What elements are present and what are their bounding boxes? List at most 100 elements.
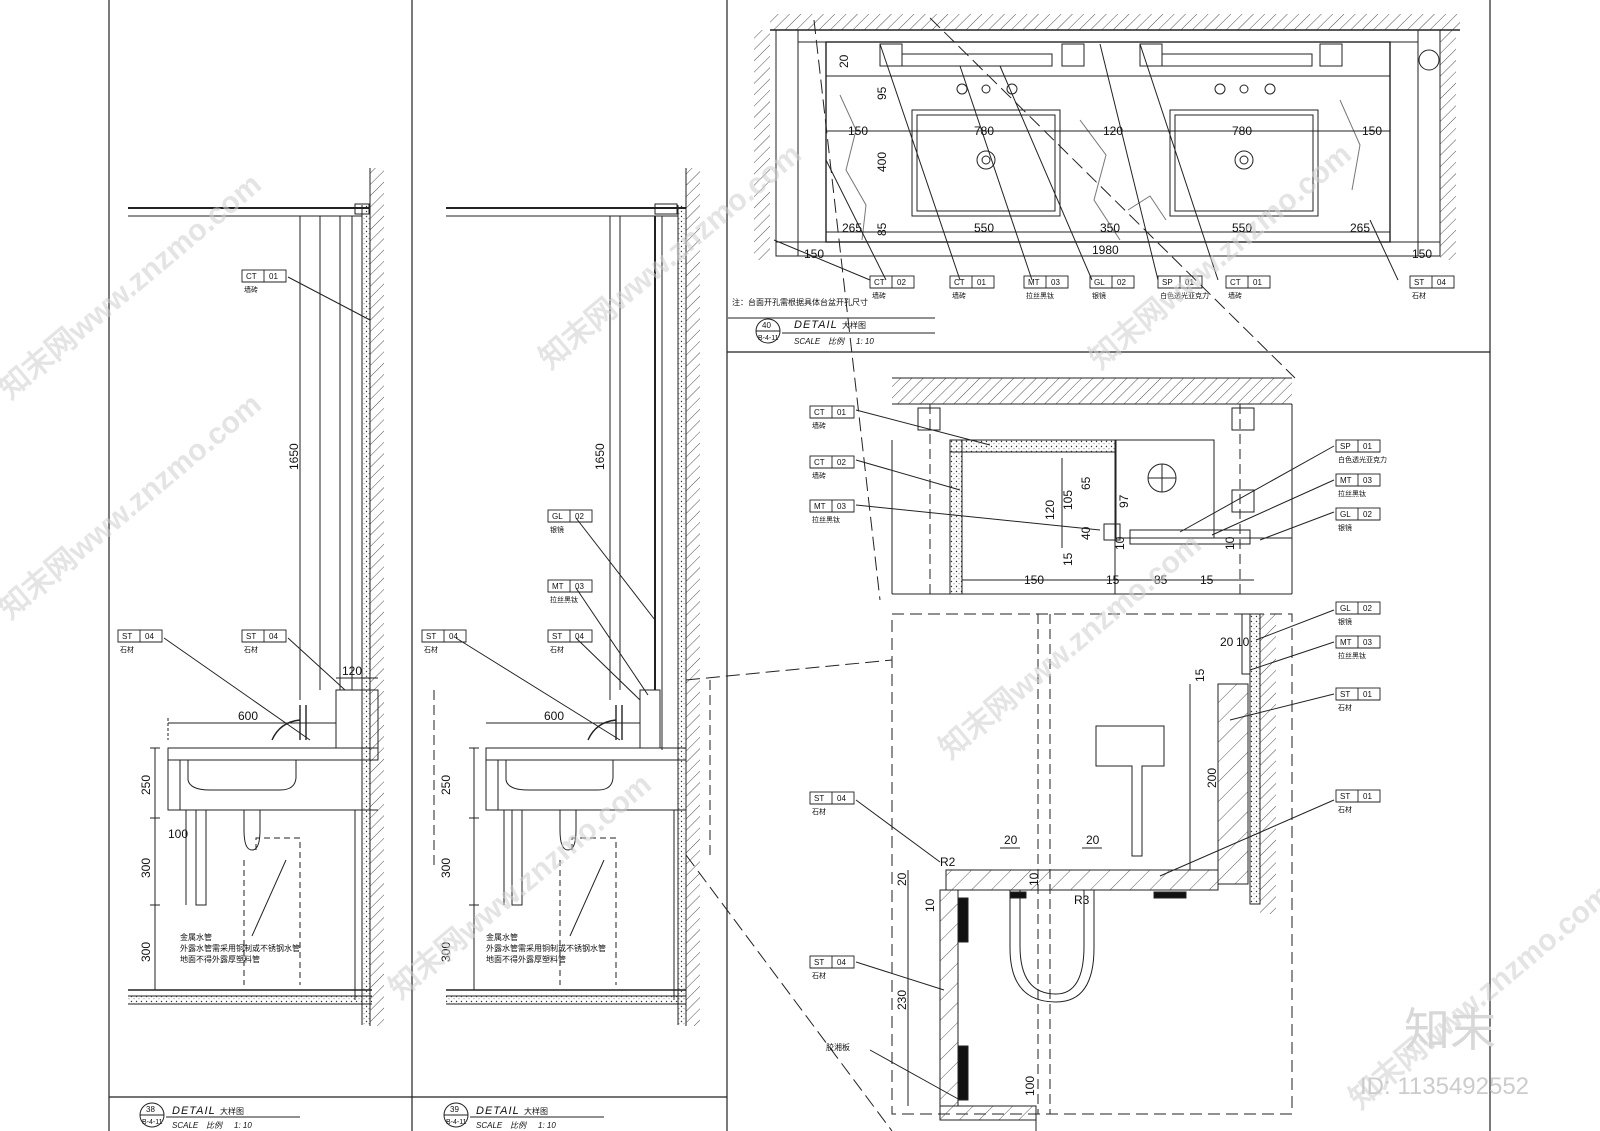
material-tag-code: CT <box>814 458 825 467</box>
pipe-note-line: 金属水管 <box>180 932 212 942</box>
dim-40-150r: 150 <box>1362 124 1382 138</box>
title-38-cn: 大样图 <box>220 1106 244 1116</box>
material-tag-code: CT <box>246 272 257 281</box>
dim-40-120: 120 <box>1103 124 1123 138</box>
detail-40-dims: 20 95 150 780 120 780 150 400 85 265 550… <box>732 54 1432 307</box>
material-tag-label: 墙砖 <box>244 285 258 294</box>
material-tag-label: 拉丝黑钛 <box>1338 489 1366 498</box>
watermark-brand: 知末 <box>1404 1004 1496 1056</box>
dim-38-120: 120 <box>342 664 362 678</box>
sheet-frame <box>108 0 1491 1131</box>
title-38-sheet: B-4-11 <box>142 1119 163 1126</box>
material-tag-code: MT <box>814 502 826 511</box>
dim-s-20a: 20 <box>1220 635 1234 649</box>
material-tag-label: 白色透光亚克力 <box>1160 291 1209 300</box>
title-40-number: 40 <box>762 321 771 330</box>
dim-p-15b: 15 <box>1200 573 1214 587</box>
material-tag-code: ST <box>1340 792 1350 801</box>
dim-40-350: 350 <box>1100 221 1120 235</box>
material-tag-label: 石材 <box>1412 291 1426 300</box>
dim-40-85: 85 <box>875 222 889 236</box>
material-tag-label: 银镜 <box>1092 291 1106 300</box>
material-tag-number: 01 <box>1185 278 1194 287</box>
watermark-text: 知末网www.znzmo.com <box>383 768 657 1006</box>
dim-38-250: 250 <box>139 775 153 795</box>
material-tag-code: CT <box>954 278 965 287</box>
material-tag-number: 01 <box>1363 792 1372 801</box>
material-tag-label: 拉丝黑钛 <box>812 515 840 524</box>
dim-s-20c: 20 <box>1086 833 1100 847</box>
dim-s-200: 200 <box>1205 768 1219 788</box>
material-tag-label: 银镜 <box>1338 617 1352 626</box>
dim-p-120: 120 <box>1043 500 1057 520</box>
material-tag-label: 石材 <box>120 645 134 654</box>
dim-p-40: 40 <box>1079 526 1093 540</box>
title-39-sheet: B-4-11 <box>446 1119 467 1126</box>
dim-40-95: 95 <box>875 86 889 100</box>
material-tag-label: 墙砖 <box>812 471 826 480</box>
watermark-text: 知末网www.znzmo.com <box>0 168 268 406</box>
material-tag-number: 02 <box>1117 278 1126 287</box>
pipe-note-line: 地面不得外露厚塑料管 <box>486 954 566 964</box>
dim-p-85: 85 <box>1154 573 1168 587</box>
dim-39-600: 600 <box>544 709 564 723</box>
title-39-en: DETAIL <box>476 1105 520 1117</box>
material-tag-label: 墙砖 <box>952 291 966 300</box>
material-tag-code: ST <box>814 958 824 967</box>
dim-40-1980: 1980 <box>1092 243 1119 257</box>
dim-39-300a: 300 <box>439 858 453 878</box>
material-tag-number: 01 <box>269 272 278 281</box>
dim-40-780r: 780 <box>1232 124 1252 138</box>
material-tag-code: MT <box>1028 278 1040 287</box>
dim-40-265l: 265 <box>842 221 862 235</box>
dim-p-97: 97 <box>1117 494 1131 508</box>
material-tag-label: 拉丝黑钛 <box>550 595 578 604</box>
section-detail-drawing <box>855 609 1335 1131</box>
material-tag-code: GL <box>1340 510 1351 519</box>
material-tag-number: 02 <box>575 512 584 521</box>
detail-38-drawing <box>128 168 384 1026</box>
material-tag-label: 石材 <box>812 971 826 980</box>
dim-p-10a: 10 <box>1113 536 1127 550</box>
title-39-scale-en: SCALE <box>476 1121 503 1130</box>
pipe-notes: 金属水管外露水管需采用铜制或不锈钢水管地面不得外露厚塑料管金属水管外露水管需采用… <box>180 932 606 964</box>
dim-39-250: 250 <box>439 775 453 795</box>
dim-38-300b: 300 <box>139 942 153 962</box>
dim-s-10c: 10 <box>923 898 937 912</box>
material-tag-label: 墙砖 <box>872 291 886 300</box>
dim-p-10b: 10 <box>1223 536 1237 550</box>
dim-40-265r: 265 <box>1350 221 1370 235</box>
material-tag-number: 04 <box>837 794 846 803</box>
material-tag-label: 石材 <box>812 807 826 816</box>
material-tag-code: ST <box>552 632 562 641</box>
dim-s-r2: R2 <box>940 855 956 869</box>
material-tag-number: 03 <box>1363 638 1372 647</box>
title-39-number: 39 <box>450 1105 459 1114</box>
pipe-note-line: 外露水管需采用铜制或不锈钢水管 <box>180 943 300 953</box>
dim-40-150-end-r: 150 <box>1412 247 1432 261</box>
title-40-sheet: B-4-11 <box>758 335 779 342</box>
pipe-note-line: 金属水管 <box>486 932 518 942</box>
material-tag-number: 01 <box>1363 690 1372 699</box>
material-tag-number: 02 <box>1363 510 1372 519</box>
material-tag-number: 02 <box>837 458 846 467</box>
material-tag-number: 04 <box>449 632 458 641</box>
material-tag-number: 03 <box>1363 476 1372 485</box>
material-tag-number: 02 <box>1363 604 1372 613</box>
material-tag-number: 01 <box>837 408 846 417</box>
material-tag-label: 拉丝黑钛 <box>1338 651 1366 660</box>
title-39-cn: 大样图 <box>524 1106 548 1116</box>
dim-p-15a: 15 <box>1106 573 1120 587</box>
